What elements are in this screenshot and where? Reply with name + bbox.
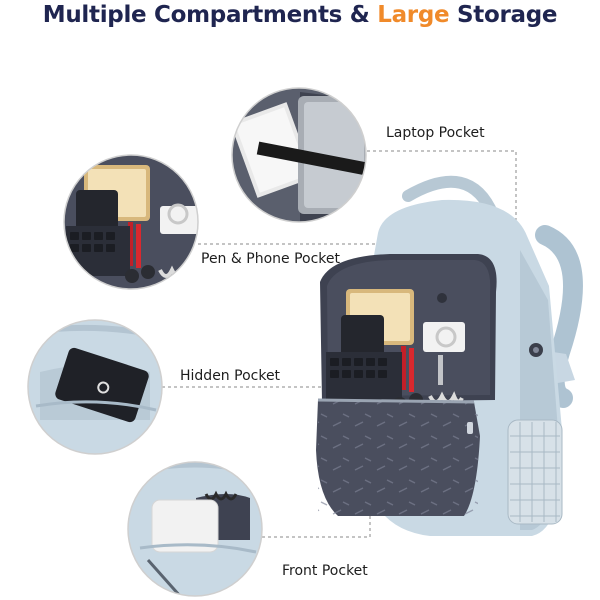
laptop-pocket-label: Laptop Pocket bbox=[386, 125, 485, 141]
pen-phone-pocket-label: Pen & Phone Pocket bbox=[201, 251, 340, 267]
headline-accent: Large bbox=[377, 2, 450, 28]
backpack bbox=[316, 175, 583, 536]
headline-part-1: Multiple Compartments & bbox=[42, 2, 378, 28]
headline-part-2: Storage bbox=[449, 2, 558, 28]
front-pocket-label: Front Pocket bbox=[282, 563, 368, 579]
hidden-pocket-label: Hidden Pocket bbox=[180, 368, 281, 384]
front-pocket-image bbox=[128, 462, 262, 596]
laptop-pocket-image bbox=[232, 88, 366, 222]
hidden-pocket-image bbox=[28, 320, 162, 454]
headline: Multiple Compartments & Large Storage bbox=[0, 0, 600, 34]
pen-phone-pocket-image bbox=[64, 155, 198, 289]
